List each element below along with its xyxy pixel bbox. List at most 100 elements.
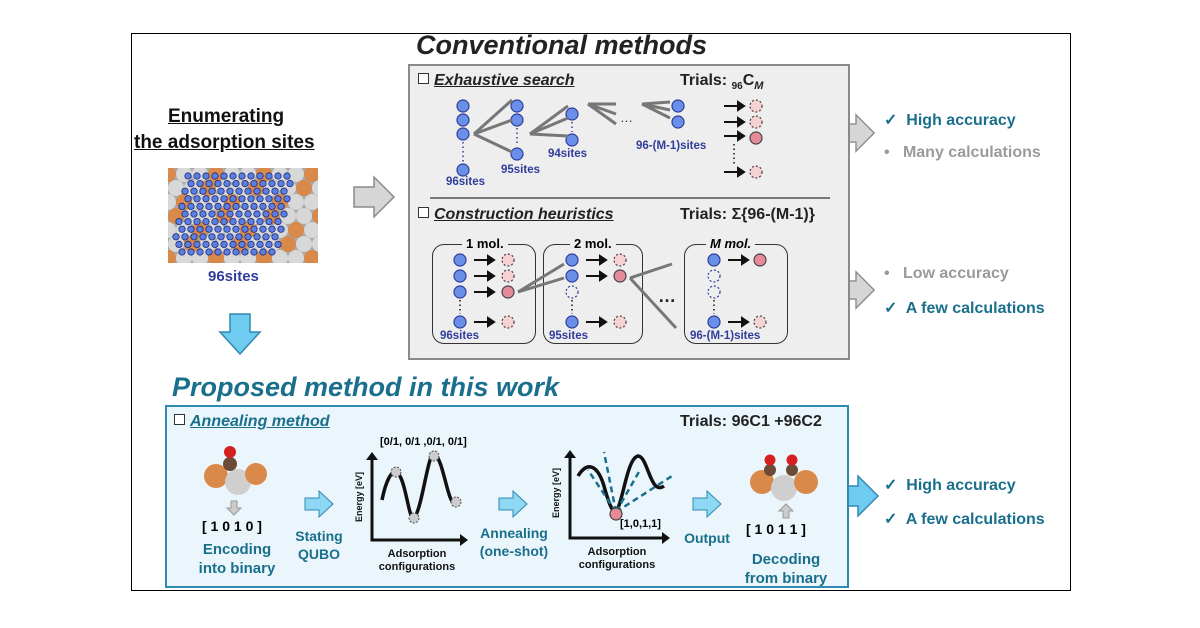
adsorption-site (271, 187, 279, 195)
adsorption-site (274, 217, 282, 226)
adsorption-site (280, 210, 288, 218)
adsorption-site (262, 233, 270, 241)
adsorption-site (187, 180, 195, 188)
adsorption-site (250, 180, 258, 188)
adsorption-site (268, 225, 276, 233)
adsorption-site (268, 180, 276, 188)
figure-frame (131, 33, 1071, 591)
adsorption-site (193, 172, 201, 180)
adsorption-site (265, 195, 273, 203)
adsorption-site (202, 195, 210, 203)
adsorption-site (274, 172, 282, 180)
surface-atom (280, 236, 296, 252)
adsorption-site (190, 210, 198, 218)
energy-axis-label: Energy [eV] (354, 472, 364, 522)
checkbox-icon (418, 207, 429, 218)
adsorption-site (283, 195, 291, 203)
surface-atom (168, 168, 176, 182)
energy-landscape-plot: Energy [eV] (354, 450, 468, 546)
svg-text:…: … (620, 110, 633, 125)
adsorption-site (211, 195, 219, 203)
adsorption-site (205, 225, 213, 233)
surface-atom (312, 208, 318, 224)
adsorption-site (196, 180, 204, 188)
adsorption-site (259, 248, 267, 256)
adsorption-site (247, 240, 255, 249)
surface-atom (168, 194, 176, 210)
right-arrow-icon (692, 490, 722, 518)
adsorption-site (187, 248, 195, 256)
right-arrow-icon (498, 490, 528, 518)
checkbox-icon (174, 414, 185, 425)
result-exhaustive-2: • Many calculations (884, 144, 1041, 161)
surface-atom (304, 194, 318, 210)
surface-atom (272, 250, 288, 263)
adsorption-site (265, 172, 273, 180)
adsorption-site (277, 225, 285, 233)
adsorption-site (277, 202, 285, 211)
adsorption-site (202, 172, 210, 180)
adsorption-site (253, 233, 261, 241)
heuristic-label-96-m-1: 96-(M-1)sites (690, 330, 761, 342)
decoded-molecule-image (750, 454, 818, 501)
adsorption-site (226, 187, 234, 195)
adsorption-site (247, 172, 255, 180)
adsorption-site (199, 233, 207, 241)
adsorption-site (232, 225, 240, 233)
adsorption-site (172, 233, 180, 241)
group-label-m: M mol. (706, 236, 756, 251)
adsorption-site (181, 187, 189, 195)
adsorption-site (268, 202, 276, 211)
adsorption-site (256, 240, 264, 249)
adsorption-site (286, 180, 294, 188)
adsorption-site (214, 180, 222, 188)
adsorption-site (259, 225, 267, 233)
plot2-min-label: [1,0,1,1] (620, 518, 661, 530)
checkbox-icon (418, 73, 429, 84)
adsorption-site (190, 187, 198, 195)
adsorption-site (271, 233, 279, 241)
up-arrow-icon (778, 503, 794, 519)
adsorption-site (184, 195, 192, 203)
adsorption-site (190, 233, 198, 241)
surface-atom (304, 168, 318, 182)
adsorption-site (256, 195, 264, 203)
adsorption-site (253, 187, 261, 195)
result-proposed-2: ✓ A few calculations (884, 511, 1045, 528)
adsorption-site (262, 187, 270, 195)
exhaustive-label-95: 95sites (501, 164, 541, 176)
adsorption-site (265, 217, 273, 226)
adsorption-site (202, 217, 210, 226)
down-arrow-icon (226, 500, 242, 516)
enumerate-title-line1: Enumerating (168, 106, 285, 127)
adsorption-site (208, 233, 216, 241)
adsorption-site (283, 172, 291, 180)
adsorption-site (211, 217, 219, 226)
adsorption-site (235, 187, 243, 195)
surface-atom (296, 180, 312, 196)
adsorption-site (214, 248, 222, 256)
adsorption-site (262, 210, 270, 218)
proposed-panel (165, 405, 849, 588)
surface-sites-image (168, 168, 318, 263)
adsorption-site (178, 248, 186, 256)
adsorption-site (208, 210, 216, 218)
surface-atom (288, 250, 304, 263)
adsorption-site (250, 248, 258, 256)
adsorption-site (232, 180, 240, 188)
adsorption-site (178, 225, 186, 233)
surface-atom (288, 168, 304, 182)
encoding-binary-code: [ 1 0 1 0 ] (202, 518, 262, 534)
adsorption-site (247, 217, 255, 226)
proposed-trials: Trials: 96C1 +96C2 (680, 413, 822, 430)
adsorption-site (223, 180, 231, 188)
adsorption-site (184, 240, 192, 249)
adsorption-site (259, 180, 267, 188)
adsorption-site (238, 217, 246, 226)
adsorption-site (271, 210, 279, 218)
adsorption-site (226, 210, 234, 218)
